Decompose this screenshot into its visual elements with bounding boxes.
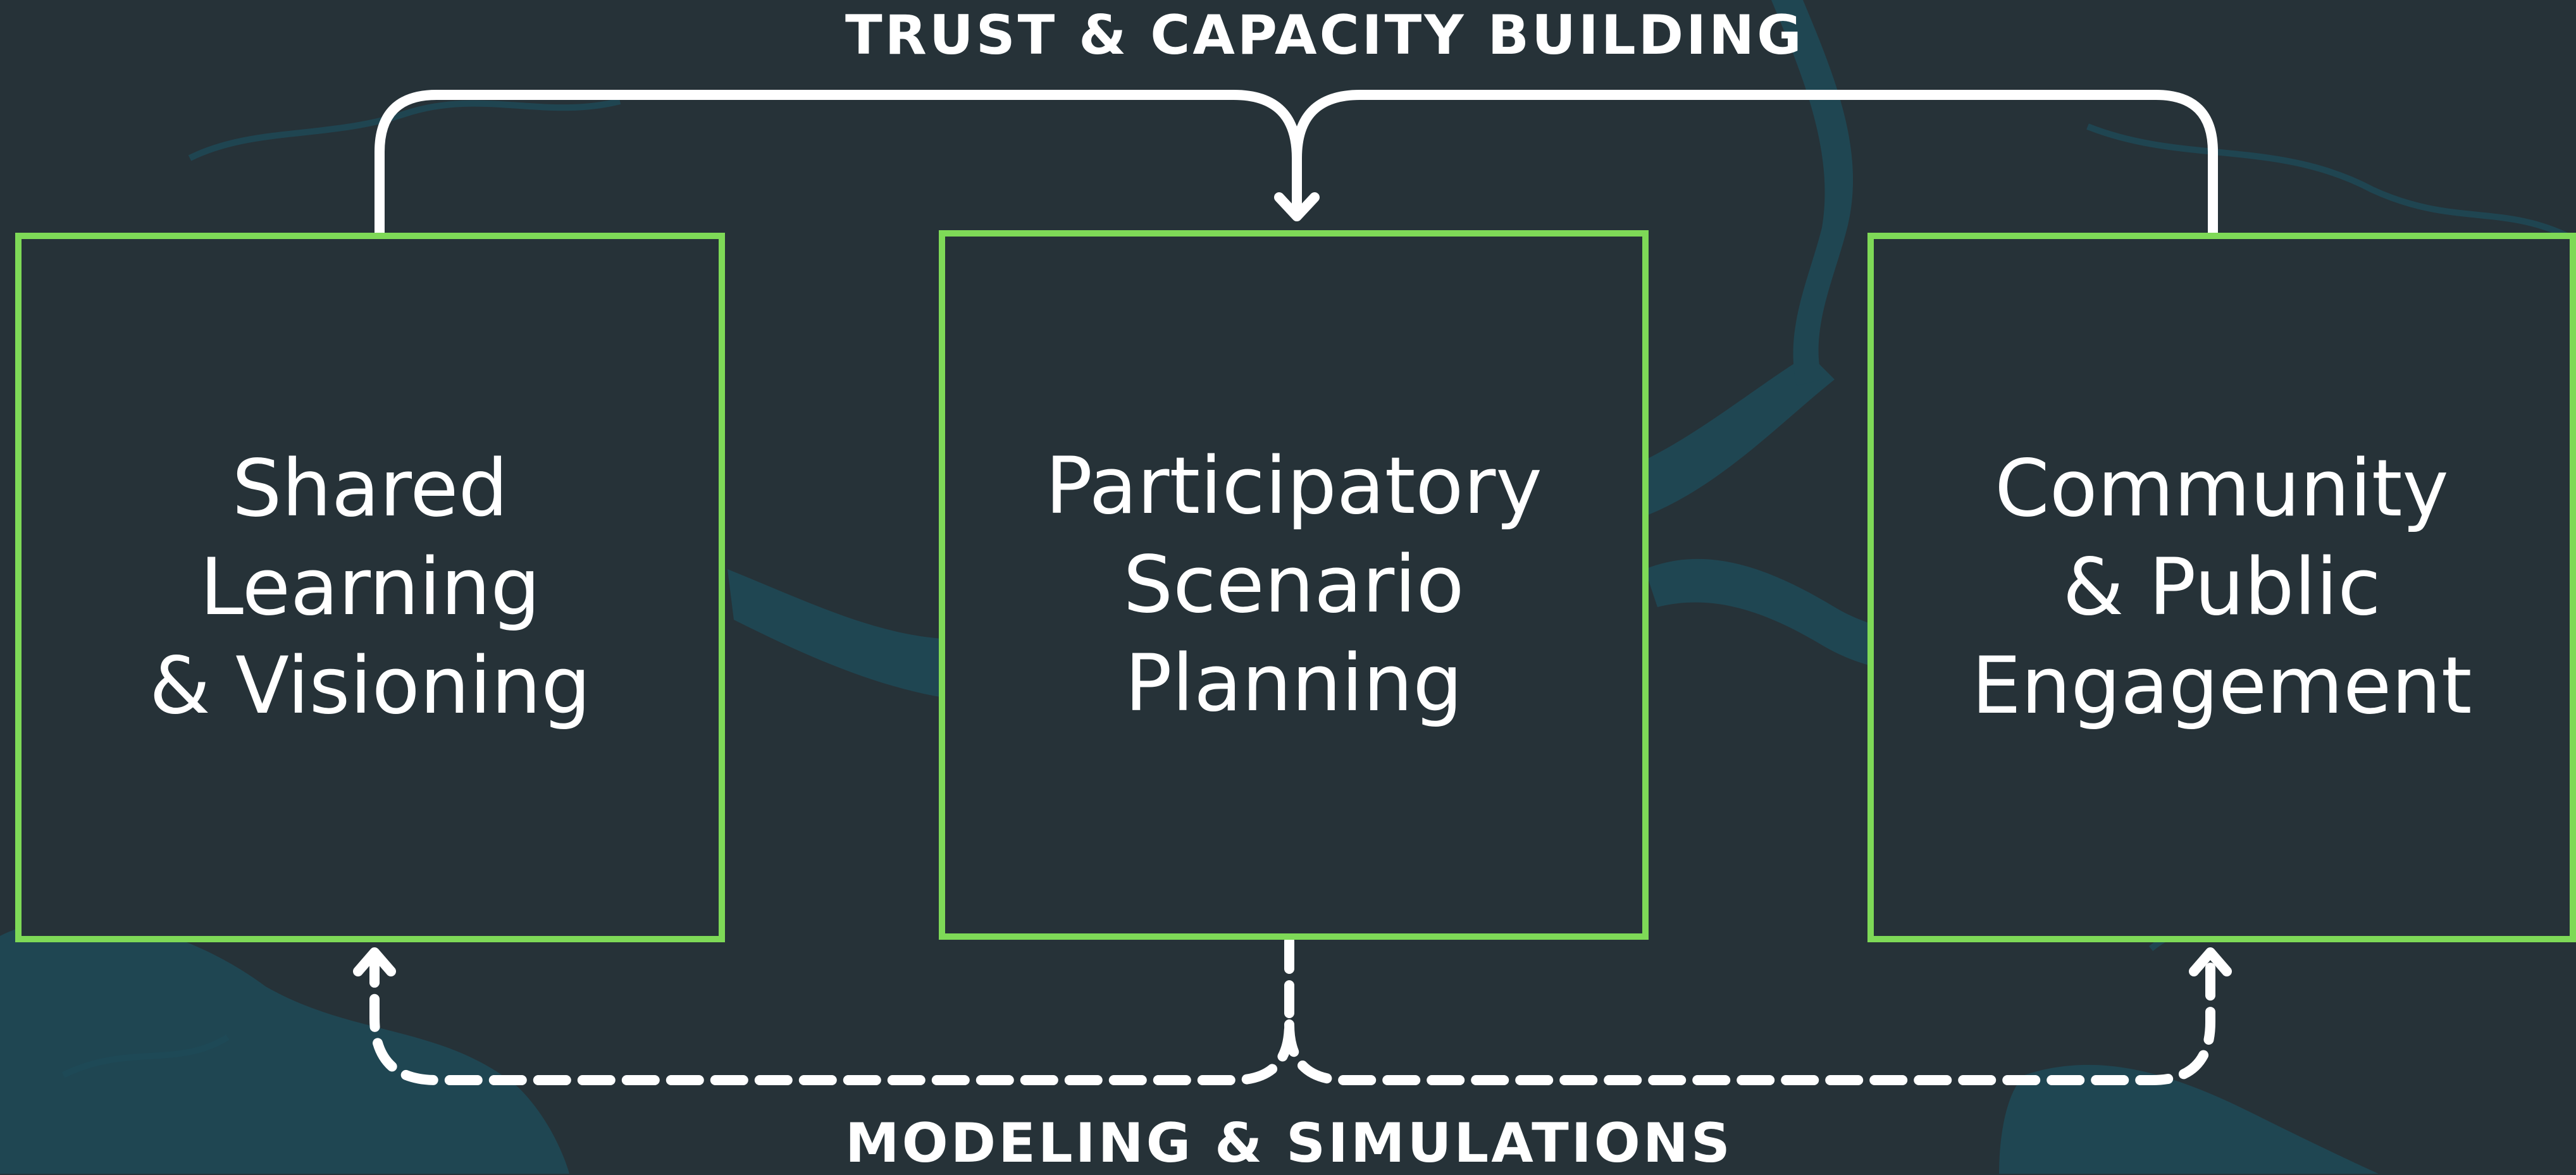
box-participatory-planning-label: Participatory Scenario Planning: [1045, 441, 1542, 729]
bottom-arrowhead-left: [353, 947, 396, 976]
box-shared-learning: Shared Learning & Visioning: [15, 233, 725, 942]
top-connector-right: [1292, 90, 2218, 238]
water-bay-right: [1999, 1064, 2379, 1174]
box-shared-learning-label: Shared Learning & Visioning: [149, 443, 591, 732]
bottom-arrowhead-right: [2189, 947, 2232, 976]
stream-5: [61, 1034, 230, 1078]
stream-2: [2086, 123, 2576, 243]
top-arrowhead: [1274, 192, 1320, 221]
bottom-label: MODELING & SIMULATIONS: [845, 1112, 1733, 1175]
box-community-engagement: Community & Public Engagement: [1867, 233, 2576, 942]
top-label: TRUST & CAPACITY BUILDING: [845, 4, 1804, 67]
stream-1: [188, 98, 621, 161]
box-community-engagement-label: Community & Public Engagement: [1971, 443, 2472, 732]
box-participatory-planning: Participatory Scenario Planning: [939, 230, 1649, 940]
bottom-connector-left: [369, 936, 1294, 1085]
water-bay-left: [0, 919, 569, 1174]
top-connector-left: [375, 90, 1302, 238]
bottom-connector-right: [1284, 954, 2215, 1085]
